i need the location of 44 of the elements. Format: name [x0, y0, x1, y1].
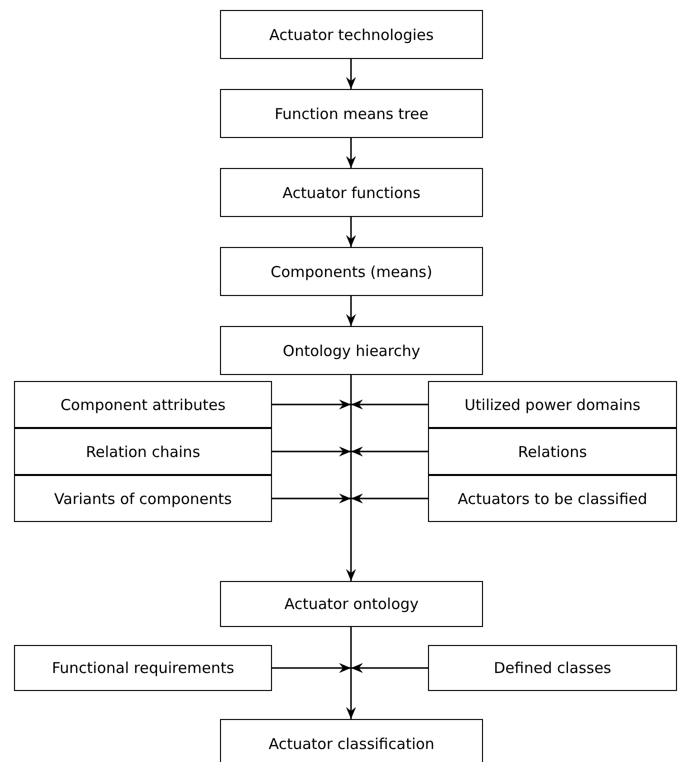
box-label: Actuators to be classified — [458, 490, 648, 508]
box-label: Actuator technologies — [269, 26, 434, 44]
process-box — [220, 168, 483, 217]
process-box — [220, 581, 483, 627]
arrow — [346, 59, 356, 89]
box-label: Component attributes — [60, 396, 226, 414]
process-box — [428, 381, 677, 428]
process-box — [220, 326, 483, 375]
arrow — [272, 446, 351, 456]
process-box — [220, 10, 483, 59]
process-box — [14, 645, 272, 691]
box-label: Relations — [518, 442, 587, 460]
process-box — [428, 428, 677, 475]
box-label: Actuator functions — [282, 184, 420, 202]
arrow — [351, 494, 428, 504]
process-box — [220, 247, 483, 296]
arrow — [346, 627, 356, 719]
box-label: Components (means) — [270, 262, 432, 280]
process-box — [14, 428, 272, 475]
arrow — [346, 375, 356, 581]
arrow — [351, 400, 428, 410]
arrow — [272, 494, 351, 504]
arrow — [346, 217, 356, 247]
box-label: Relation chains — [86, 442, 200, 460]
box-label: Function means tree — [274, 104, 428, 122]
box-label: Utilized power domains — [464, 396, 640, 414]
box-label: Functional requirements — [52, 659, 234, 677]
process-box — [14, 381, 272, 428]
arrow — [346, 296, 356, 326]
arrow — [272, 663, 351, 673]
process-box — [428, 475, 677, 522]
arrow — [346, 138, 356, 168]
box-label: Defined classes — [494, 659, 612, 677]
box-label: Actuator ontology — [284, 595, 419, 613]
process-box — [220, 719, 483, 762]
box-label: Actuator classification — [268, 735, 434, 753]
process-box — [220, 89, 483, 138]
process-box — [428, 645, 677, 691]
arrow — [351, 446, 428, 456]
arrow — [272, 400, 351, 410]
box-label: Variants of components — [54, 490, 232, 508]
process-box — [14, 475, 272, 522]
box-label: Ontology hiearchy — [282, 342, 420, 360]
arrow — [351, 663, 428, 673]
